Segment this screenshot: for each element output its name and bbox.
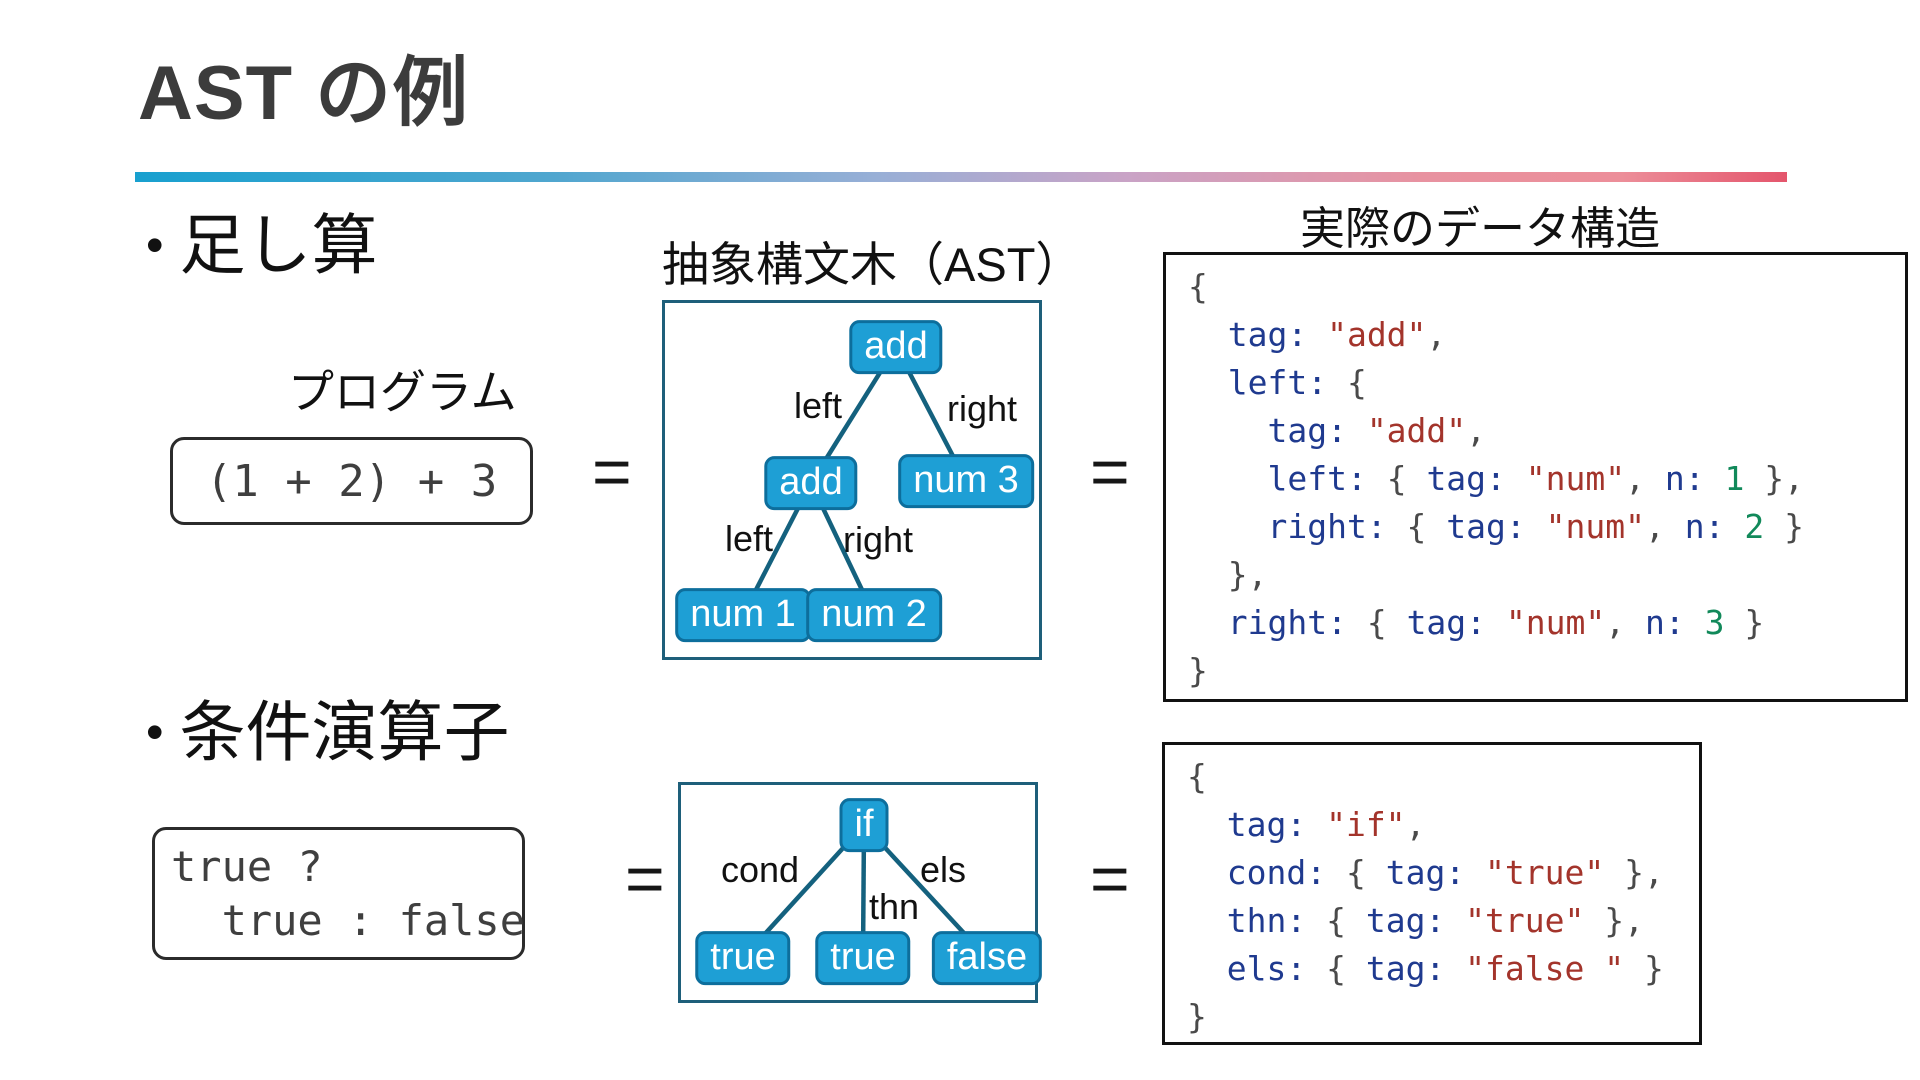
tree-node-false: false bbox=[931, 931, 1043, 985]
tree-node-if: if bbox=[839, 798, 889, 852]
bullet-label: 足し算 bbox=[179, 208, 378, 282]
code-line: }, bbox=[1188, 555, 1268, 594]
edge-label-left: left bbox=[793, 385, 843, 426]
code-line: left: { bbox=[1188, 363, 1367, 402]
edge-label-els: els bbox=[919, 849, 967, 890]
equals-sign-3: = bbox=[625, 841, 665, 917]
edge-label-cond: cond bbox=[720, 849, 800, 890]
code-line: thn: { tag: "true" }, bbox=[1187, 901, 1644, 940]
equals-sign-1: = bbox=[592, 434, 632, 510]
json-code-block-2: { tag: "if", cond: { tag: "true" }, thn:… bbox=[1162, 742, 1702, 1045]
tree-node-add: add bbox=[849, 320, 943, 374]
tree-node-num-2: num 2 bbox=[806, 588, 942, 642]
bullet-label: 条件演算子 bbox=[179, 695, 510, 769]
title-accent-bar bbox=[135, 172, 1787, 182]
tree-node-true: true bbox=[815, 931, 911, 985]
edge-label-thn: thn bbox=[868, 886, 920, 927]
data-structure-label: 実際のデータ構造 bbox=[1300, 203, 1661, 254]
tree-node-true: true bbox=[695, 931, 791, 985]
ast-label: 抽象構文木（AST） bbox=[662, 238, 1083, 291]
page-title: AST の例 bbox=[138, 51, 470, 136]
code-line: tag: "if", bbox=[1187, 805, 1426, 844]
code-line: right: { tag: "num", n: 2 } bbox=[1188, 507, 1804, 546]
json-code-block-1: { tag: "add", left: { tag: "add", left: … bbox=[1163, 252, 1908, 702]
bullet-icon: • bbox=[146, 217, 164, 274]
program-label: プログラム bbox=[288, 366, 517, 418]
program-code-2-line-2: true : false bbox=[171, 896, 526, 945]
edge-label-left: left bbox=[724, 518, 774, 559]
program-code-1: (1 + 2) + 3 bbox=[205, 455, 498, 507]
bullet-icon: • bbox=[146, 704, 164, 761]
tree-node-num-3: num 3 bbox=[898, 454, 1034, 508]
edge-label-right: right bbox=[946, 388, 1018, 429]
program-code-box-2: true ? true : false bbox=[152, 827, 525, 960]
code-line: left: { tag: "num", n: 1 }, bbox=[1188, 459, 1804, 498]
tree-node-num-1: num 1 bbox=[675, 588, 811, 642]
program-code-box-1: (1 + 2) + 3 bbox=[170, 437, 533, 525]
code-line: } bbox=[1188, 651, 1208, 690]
bullet-item-conditional: • 条件演算子 bbox=[146, 695, 510, 771]
bullet-item-addition: • 足し算 bbox=[146, 208, 378, 284]
code-line: right: { tag: "num", n: 3 } bbox=[1188, 603, 1765, 642]
code-line: els: { tag: "false " } bbox=[1187, 949, 1664, 988]
program-code-2-line-1: true ? bbox=[171, 842, 323, 891]
code-line: { bbox=[1187, 757, 1207, 796]
equals-sign-2: = bbox=[1090, 434, 1130, 510]
code-line: tag: "add", bbox=[1188, 315, 1447, 354]
code-line: } bbox=[1187, 997, 1207, 1036]
tree-node-add: add bbox=[764, 456, 858, 510]
equals-sign-4: = bbox=[1090, 841, 1130, 917]
code-line: tag: "add", bbox=[1188, 411, 1487, 450]
code-line: cond: { tag: "true" }, bbox=[1187, 853, 1664, 892]
edge-label-right: right bbox=[842, 519, 914, 560]
code-line: { bbox=[1188, 267, 1208, 306]
